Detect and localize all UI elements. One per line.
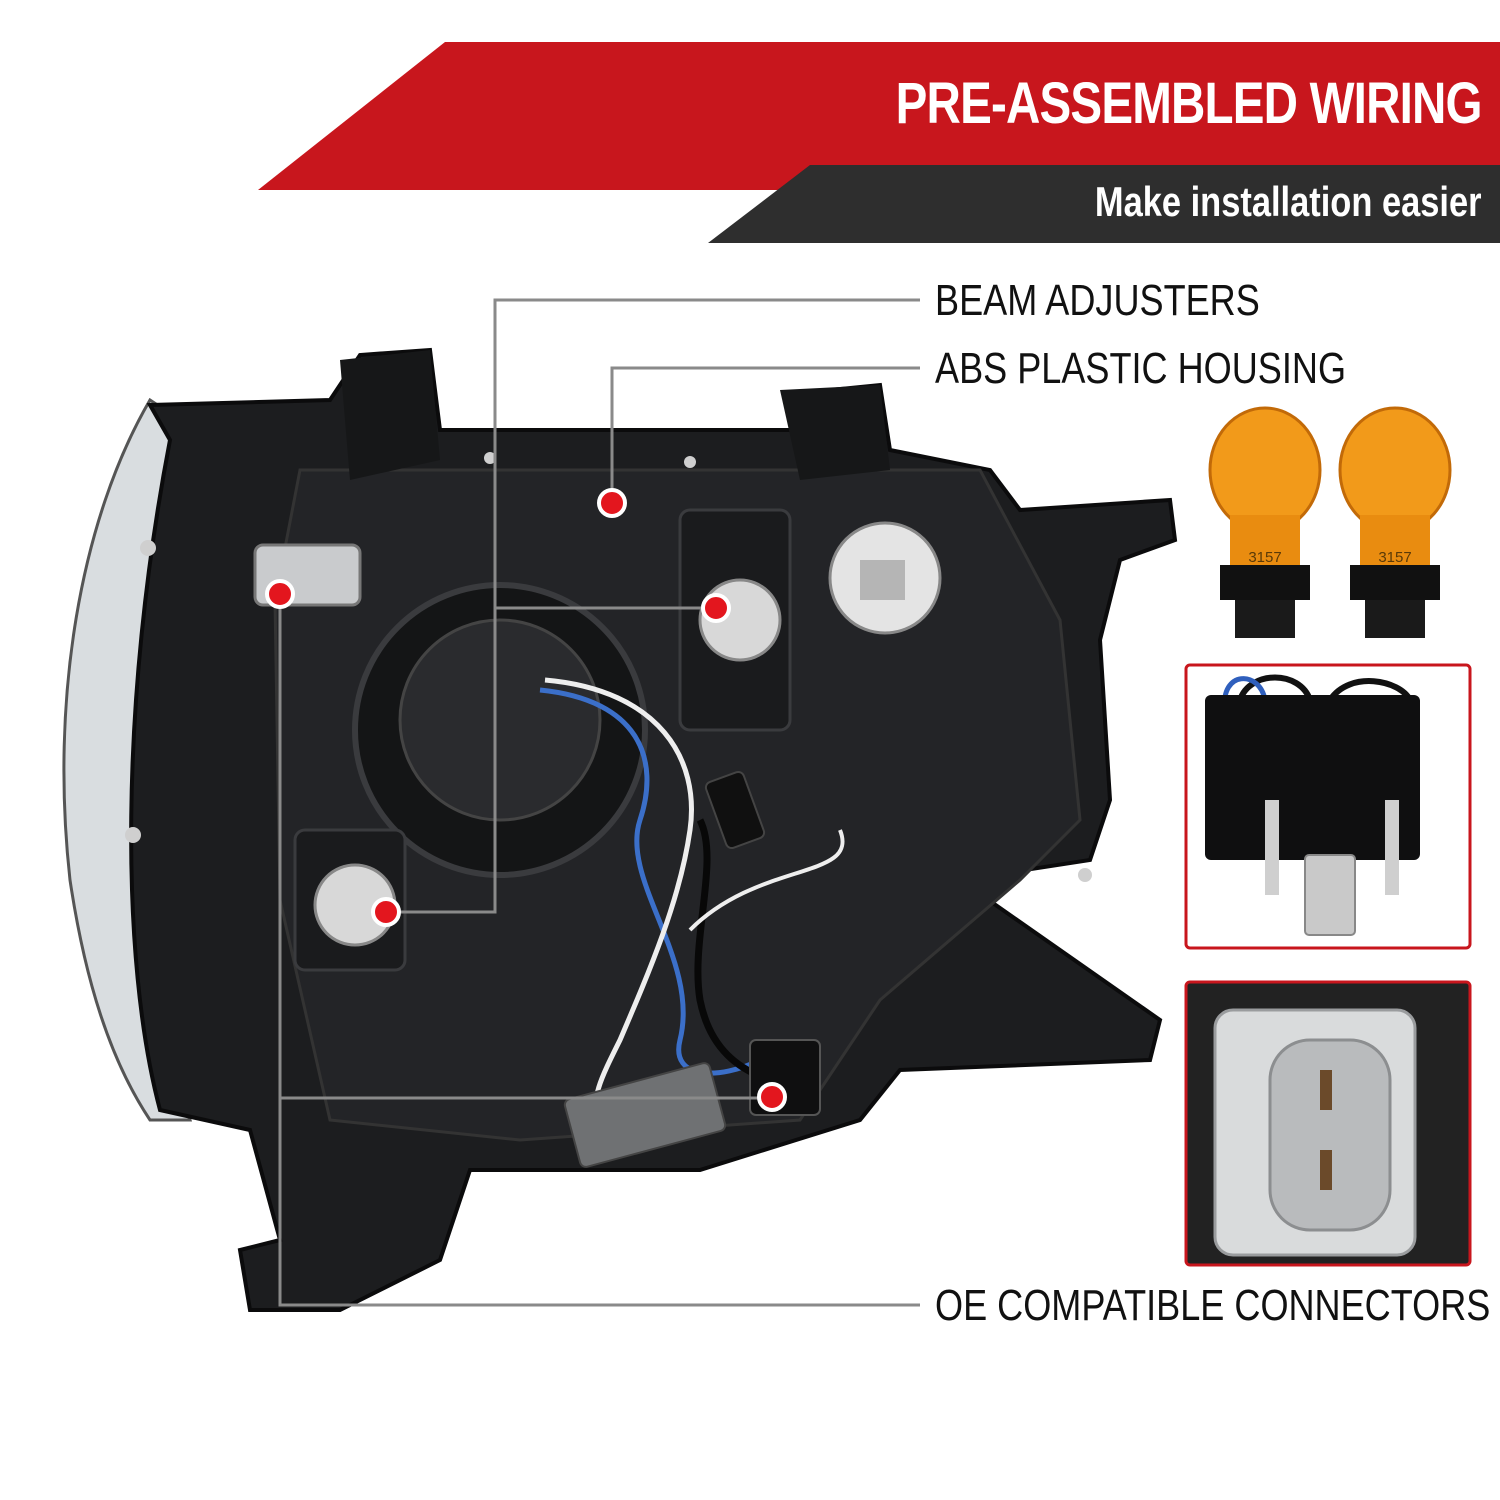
bulb-socket-cap [398, 618, 602, 822]
mount-tab-top-left [340, 350, 440, 480]
marker-abs-housing [597, 488, 627, 518]
relay-inset-pin [1265, 800, 1279, 895]
mount-tab-top-right [780, 385, 890, 480]
bulb-glass [1208, 406, 1322, 534]
screw [684, 456, 696, 468]
inline-connector [704, 770, 766, 850]
connector-inset-socket [1268, 1038, 1392, 1232]
red-banner [258, 42, 1500, 190]
bulb-label-left: 3157 [1248, 549, 1281, 566]
leader-lines [278, 298, 920, 1307]
bulb-pins [1365, 600, 1425, 638]
callout-abs-housing: ABS PLASTIC HOUSING [935, 344, 1347, 393]
marker-relay-connector [757, 1082, 787, 1112]
bulb-right [1338, 406, 1452, 638]
bulb-base [1220, 565, 1310, 600]
marker-beam-adjuster-top [701, 593, 731, 623]
bulb-left [1208, 406, 1322, 638]
bulb-label-right: 3157 [1378, 549, 1411, 566]
screw [125, 827, 141, 843]
markers [265, 488, 787, 1112]
relay-inset-pin [1385, 800, 1399, 895]
relay-inset-wires [1237, 674, 1413, 702]
screw [140, 540, 156, 556]
dark-banner [708, 165, 1500, 243]
signal-socket-plug [860, 560, 905, 600]
screw [484, 452, 496, 464]
connector-inset-pin [1320, 1070, 1332, 1110]
screw [1078, 868, 1092, 882]
page-title: PRE-ASSEMBLED WIRING [895, 71, 1483, 136]
grey-harness-connector [563, 1062, 727, 1168]
marker-beam-adjuster-bottom [371, 897, 401, 927]
wire-black [694, 818, 772, 1084]
page-subtitle: Make installation easier [1095, 178, 1482, 225]
callout-beam-adjusters: BEAM ADJUSTERS [935, 276, 1260, 325]
relay-inset-body [1205, 695, 1420, 860]
marker-side-connector [265, 579, 295, 609]
bulb-pins [1235, 600, 1295, 638]
bulb-base [1350, 565, 1440, 600]
callout-oe-connectors: OE COMPATIBLE CONNECTORS [935, 1281, 1491, 1330]
bulb-glass [1338, 406, 1452, 534]
relay-inset-blade [1304, 854, 1356, 936]
leader-abs-housing [610, 366, 920, 500]
leader-oe-connectors [278, 595, 920, 1307]
leader-beam-adjusters [386, 298, 920, 914]
connector-inset-pin [1320, 1150, 1332, 1190]
wire-white [544, 677, 694, 1122]
wire-white-loop [688, 829, 845, 932]
